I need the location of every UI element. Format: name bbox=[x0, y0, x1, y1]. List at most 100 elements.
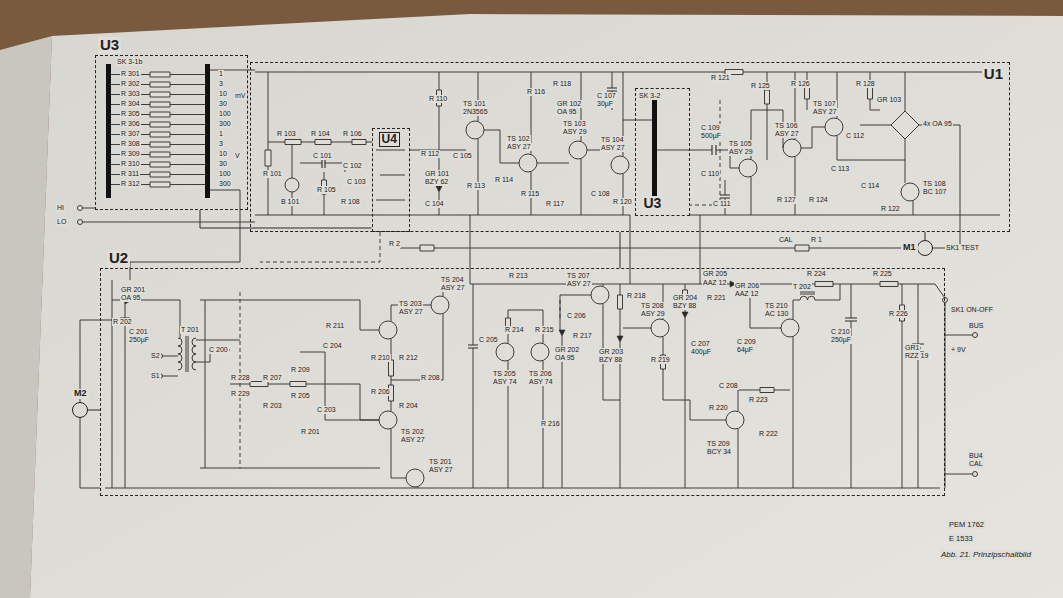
component-label: GR 206 bbox=[734, 282, 760, 290]
component-label: T 201 bbox=[180, 326, 200, 334]
component-label: GR1 bbox=[904, 344, 920, 352]
component-label: R 207 bbox=[262, 374, 283, 382]
component-label: 10 bbox=[218, 150, 228, 158]
unit-label: M2 bbox=[72, 389, 89, 399]
component-label: R 224 bbox=[806, 270, 827, 278]
component-label: R 307 bbox=[120, 130, 141, 138]
connection-wire bbox=[925, 232, 926, 240]
component-label: TS 202 bbox=[400, 428, 425, 436]
component-label: R 302 bbox=[120, 80, 141, 88]
component-label: R 304 bbox=[120, 100, 141, 108]
component-label: TS 105 bbox=[728, 140, 753, 148]
component-label: R 108 bbox=[340, 198, 361, 206]
component-label: R 311 bbox=[120, 170, 140, 178]
component-label: 2N3565 bbox=[462, 108, 489, 116]
component-label: SK1 TEST bbox=[945, 244, 980, 252]
component-label: ASY 27 bbox=[400, 436, 426, 444]
component-label: R 124 bbox=[808, 196, 829, 204]
component-label: R 216 bbox=[540, 420, 561, 428]
component-label: C 205 bbox=[478, 336, 499, 344]
component-label: T 202 bbox=[792, 283, 812, 291]
component-label: + 9V bbox=[950, 346, 967, 354]
component-label: 30 bbox=[218, 160, 228, 168]
switch-bar bbox=[106, 64, 657, 200]
component-label: R 106 bbox=[342, 130, 363, 138]
component-label: R 121 bbox=[710, 74, 731, 82]
component-label: C 200 bbox=[208, 346, 229, 354]
component-label: R 220 bbox=[708, 404, 729, 412]
component-label: BZY 62 bbox=[424, 178, 449, 186]
capacitor-symbol bbox=[120, 88, 924, 356]
component-label: ASY 27 bbox=[506, 143, 532, 151]
component-label: 1 bbox=[218, 130, 224, 138]
component-label: R 201 bbox=[300, 428, 321, 436]
component-label: TS 210 bbox=[764, 302, 789, 310]
component-label: R 217 bbox=[572, 332, 593, 340]
component-label: ASY 27 bbox=[440, 284, 466, 292]
component-label: ASY 27 bbox=[600, 144, 626, 152]
component-label: PEM 1762 bbox=[948, 520, 985, 529]
component-label: 250µF bbox=[128, 336, 150, 344]
component-label: TS 207 bbox=[566, 272, 591, 280]
component-label: AAZ 12 bbox=[734, 290, 759, 298]
component-label: C 108 bbox=[590, 190, 611, 198]
component-label: C 109 bbox=[700, 124, 721, 132]
component-label: C 208 bbox=[718, 382, 739, 390]
component-label: C 204 bbox=[322, 342, 343, 350]
component-label: OA 95 bbox=[554, 354, 575, 362]
component-label: R 209 bbox=[290, 366, 311, 374]
connection-wire bbox=[620, 232, 621, 268]
component-label: S2 bbox=[150, 352, 161, 360]
component-label: AC 130 bbox=[764, 310, 789, 318]
component-label: R 208 bbox=[420, 374, 441, 382]
component-label: 250µF bbox=[830, 336, 852, 344]
component-label: TS 108 bbox=[922, 180, 947, 188]
component-label: 100 bbox=[218, 170, 232, 178]
component-label: ASY 74 bbox=[492, 378, 518, 386]
component-label: GR 204 bbox=[672, 294, 698, 302]
component-label: S1 bbox=[150, 372, 161, 380]
component-label: R 116 bbox=[526, 88, 546, 96]
component-label: GR 102 bbox=[556, 100, 582, 108]
component-label: E 1533 bbox=[948, 534, 974, 543]
component-label: R 113 bbox=[466, 182, 486, 190]
component-label: R 219 bbox=[650, 356, 671, 364]
component-label: 10 bbox=[218, 90, 228, 98]
component-label: R 2 bbox=[388, 240, 401, 248]
meter-symbol: M2 bbox=[72, 402, 88, 418]
component-label: R 205 bbox=[290, 392, 311, 400]
component-label: R 306 bbox=[120, 120, 141, 128]
component-label: GR 101 bbox=[424, 170, 450, 178]
component-label: R 222 bbox=[758, 430, 779, 438]
component-label: R 218 bbox=[626, 292, 647, 300]
component-label: BZY 88 bbox=[672, 302, 697, 310]
sheet bbox=[30, 14, 1063, 598]
unit-box: U4 bbox=[372, 128, 410, 232]
component-label: R 105 bbox=[316, 186, 337, 194]
component-label: R 214 bbox=[504, 326, 525, 334]
component-label: R 221 bbox=[706, 294, 727, 302]
component-label: GR 201 bbox=[120, 286, 146, 294]
component-label: R 226 bbox=[888, 310, 909, 318]
component-label: 1 bbox=[218, 70, 224, 78]
component-label: C 113 bbox=[830, 165, 850, 173]
component-label: SK 3-2 bbox=[638, 92, 661, 100]
component-label: R 203 bbox=[262, 402, 283, 410]
component-label: C 111 bbox=[712, 200, 732, 208]
component-label: R 213 bbox=[508, 272, 529, 280]
component-label: ASY 29 bbox=[728, 148, 754, 156]
component-label: ASY 74 bbox=[528, 378, 554, 386]
component-label: GR 205 bbox=[702, 270, 728, 278]
dashed-wire bbox=[240, 100, 720, 468]
unit-label: U3 bbox=[98, 37, 121, 54]
component-label: B 101 bbox=[280, 198, 300, 206]
component-label: C 112 bbox=[845, 132, 865, 140]
component-label: R 103 bbox=[276, 130, 297, 138]
component-label: C 209 bbox=[736, 338, 757, 346]
component-label: R 210 bbox=[370, 354, 391, 362]
rectifier-bridge bbox=[891, 111, 919, 139]
component-label: R 310 bbox=[120, 160, 141, 168]
component-label: ASY 27 bbox=[566, 280, 592, 288]
component-label: TS 106 bbox=[774, 122, 799, 130]
component-label: C 107 bbox=[596, 92, 617, 100]
